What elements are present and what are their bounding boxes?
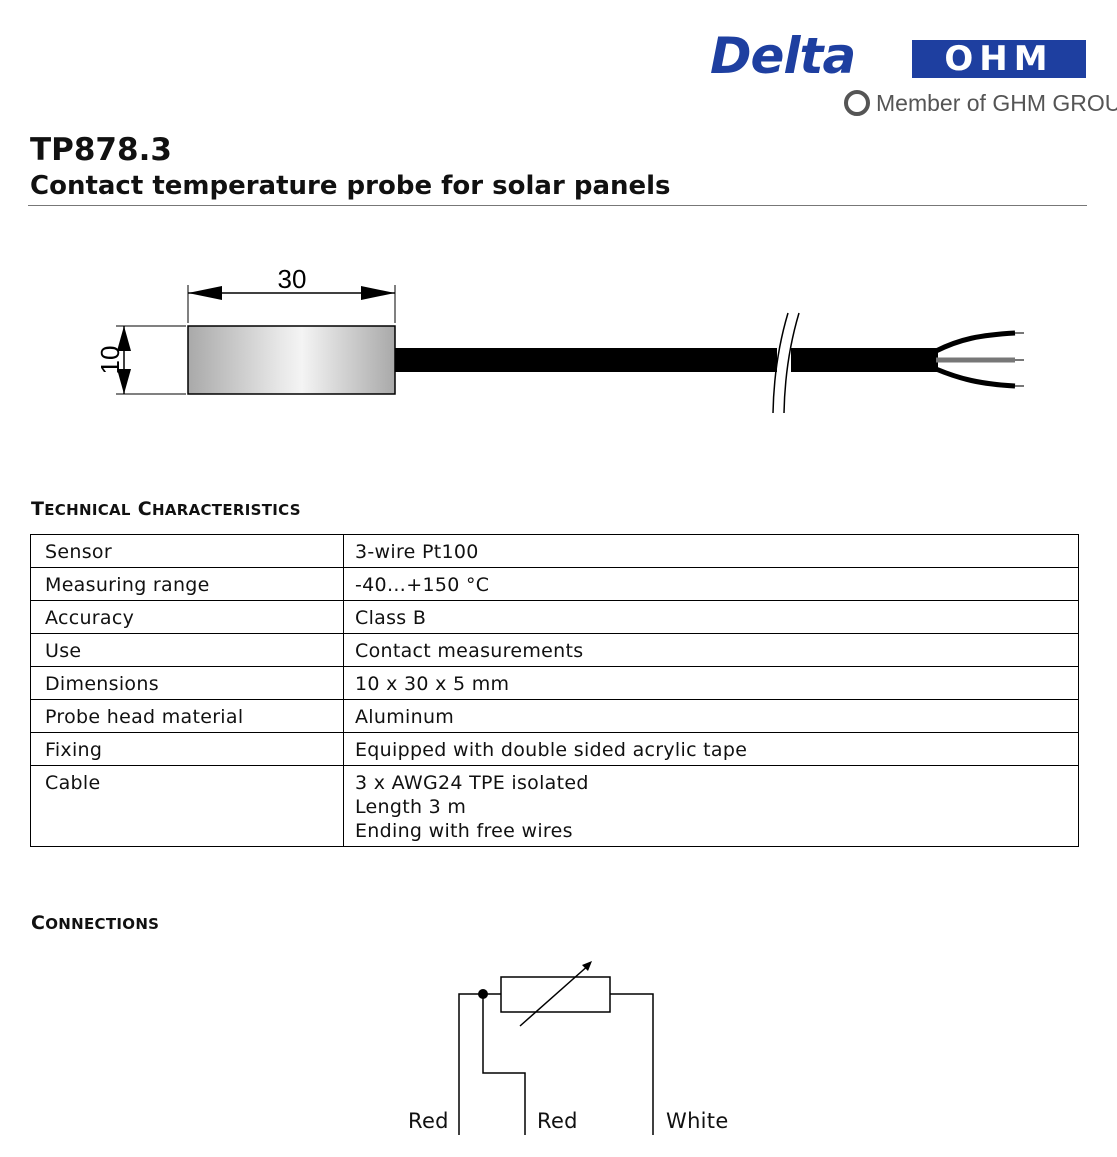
dim-width-label: 30 (278, 264, 307, 294)
spec-label: Use (30, 633, 344, 667)
wire-bottom (935, 366, 1016, 389)
spec-value: 10 x 30 x 5 mm (343, 666, 1079, 700)
connection-diagram (458, 961, 654, 1135)
logo-member-line: Member of GHM GROUP (844, 90, 1117, 117)
spec-value-line: Ending with free wires (355, 820, 573, 842)
wire-label-red-2: Red (537, 1109, 578, 1133)
spec-value-line: 3 x AWG24 TPE isolated (355, 772, 589, 794)
spec-label: Measuring range (30, 567, 344, 601)
spec-value: Aluminum (343, 699, 1079, 733)
logo-member-text: Member of GHM GROUP (876, 90, 1117, 116)
ring-icon (844, 90, 870, 116)
tech-heading: TECHNICAL CHARACTERISTICS (31, 498, 301, 520)
spec-row: Probe head material Aluminum (30, 699, 1079, 733)
spec-value-line: 10 x 30 x 5 mm (355, 673, 510, 695)
spec-value-line: Aluminum (355, 706, 455, 728)
product-title: Contact temperature probe for solar pane… (30, 171, 671, 201)
spec-value-line: Class B (355, 607, 427, 629)
spec-value-line: Length 3 m (355, 796, 467, 818)
spec-value: Equipped with double sided acrylic tape (343, 732, 1079, 766)
spec-value-line: 3-wire Pt100 (355, 541, 479, 563)
title-divider (28, 205, 1087, 206)
spec-row: Sensor 3-wire Pt100 (30, 534, 1079, 568)
spec-value-line: Contact measurements (355, 640, 584, 662)
product-code: TP878.3 (30, 132, 172, 168)
spec-row: Dimensions 10 x 30 x 5 mm (30, 666, 1079, 700)
spec-value: Contact measurements (343, 633, 1079, 667)
spec-label: Fixing (30, 732, 344, 766)
dim-height-label: 10 (95, 346, 125, 375)
spec-value-line: -40…+150 °C (355, 574, 490, 596)
wire-label-red-1: Red (408, 1109, 449, 1133)
spec-label: Accuracy (30, 600, 344, 634)
wire-top (934, 330, 1016, 354)
probe-cable (395, 348, 938, 372)
brand-logo: Delta OHM Member of GHM GROUP (706, 27, 1117, 124)
spec-label: Probe head material (30, 699, 344, 733)
spec-row: Measuring range -40…+150 °C (30, 567, 1079, 601)
spec-row: Accuracy Class B (30, 600, 1079, 634)
wire-label-white: White (666, 1109, 729, 1133)
spec-value: Class B (343, 600, 1079, 634)
spec-label: Sensor (30, 534, 344, 568)
probe-head (187, 325, 396, 395)
spec-value: 3-wire Pt100 (343, 534, 1079, 568)
spec-row: Use Contact measurements (30, 633, 1079, 667)
logo-wordmark: Delta (710, 27, 856, 85)
connections-heading: CONNECTIONS (31, 912, 159, 934)
spec-label: Cable (30, 765, 344, 847)
spec-row: Fixing Equipped with double sided acrylic… (30, 732, 1079, 766)
spec-value-line: Equipped with double sided acrylic tape (355, 739, 748, 761)
connections-heading-text: CONNECTIONS (31, 912, 160, 934)
spec-value: -40…+150 °C (343, 567, 1079, 601)
probe-drawing: 30 10 (95, 264, 1024, 415)
spec-label: Dimensions (30, 666, 344, 700)
tech-heading-text: TECHNICAL CHARACTERISTICS (31, 498, 301, 520)
logo-ohm-badge: OHM (912, 40, 1086, 78)
